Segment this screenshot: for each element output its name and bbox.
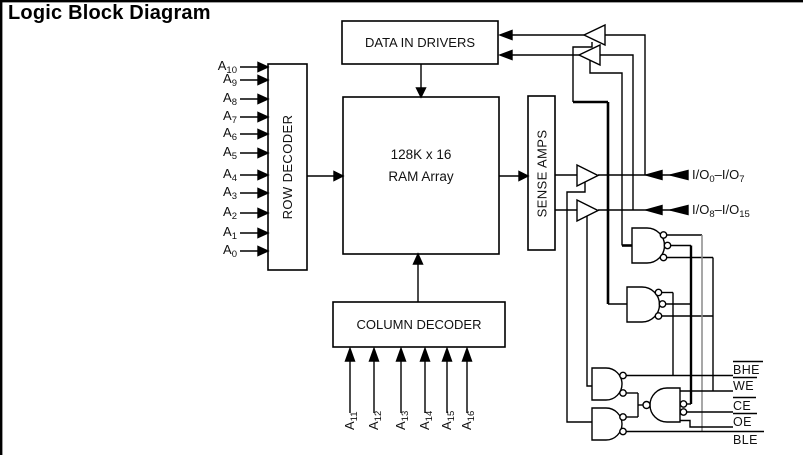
address-label-a14: A14 [417,410,435,430]
block-outlines [267,20,556,348]
io-label-lower-byte: I/O0–I/O7 [692,167,745,185]
address-label-a2: A2 [223,204,237,222]
gate-c-net [626,392,643,418]
sense-amps-block [527,95,556,251]
address-label-a6: A6 [223,125,237,143]
signal-label-oe: OE [733,415,752,429]
write-control-gates [626,227,672,323]
output-enable-gates [591,367,627,441]
address-label-a11: A11 [342,411,360,430]
io-buffer-triangles [576,163,600,223]
column-address-arrows [344,346,473,413]
io-label-upper-byte: I/O8–I/O15 [692,202,750,220]
io-lines [555,169,689,216]
nand-gate-c [649,387,681,423]
signal-label-ble: BLE [733,433,758,447]
row-decoder-label: ROW DECODER [280,114,295,220]
center-control-gate [642,387,688,423]
column-decoder-block [332,301,506,348]
address-label-a13: A13 [393,410,411,430]
block-arrows [307,64,530,302]
address-label-a10: A10 [217,58,237,76]
signal-label-we: WE [733,379,754,393]
address-label-a0: A0 [223,242,237,260]
nand-gate-b [591,407,623,441]
enable-routing [566,42,632,423]
row-decoder-block [267,63,308,271]
address-label-a15: A15 [439,410,457,430]
page-title: Logic Block Diagram [8,2,211,24]
address-label-a7: A7 [223,108,237,126]
address-input-arrows [240,61,270,257]
address-label-a12: A12 [366,410,384,430]
control-verticals [672,235,714,432]
address-label-a16: A16 [459,410,477,430]
signal-label-ce: CE [733,399,752,413]
address-label-a1: A1 [223,224,237,242]
signal-label-bhe: BHE [733,363,760,377]
nand-gate-a [591,367,623,401]
data-in-wires [498,29,646,210]
address-label-a3: A3 [223,184,237,202]
address-label-a5: A5 [223,144,237,162]
data-in-drivers-label: DATA IN DRIVERS [364,35,476,50]
data-in-drivers-block [341,20,499,65]
column-decoder-label: COLUMN DECODER [356,317,482,332]
sense-amps-label: SENSE AMPS [534,129,550,218]
address-label-a4: A4 [223,166,237,184]
address-label-a8: A8 [223,90,237,108]
address-label-a9: A9 [223,71,237,89]
control-wires [626,360,764,433]
